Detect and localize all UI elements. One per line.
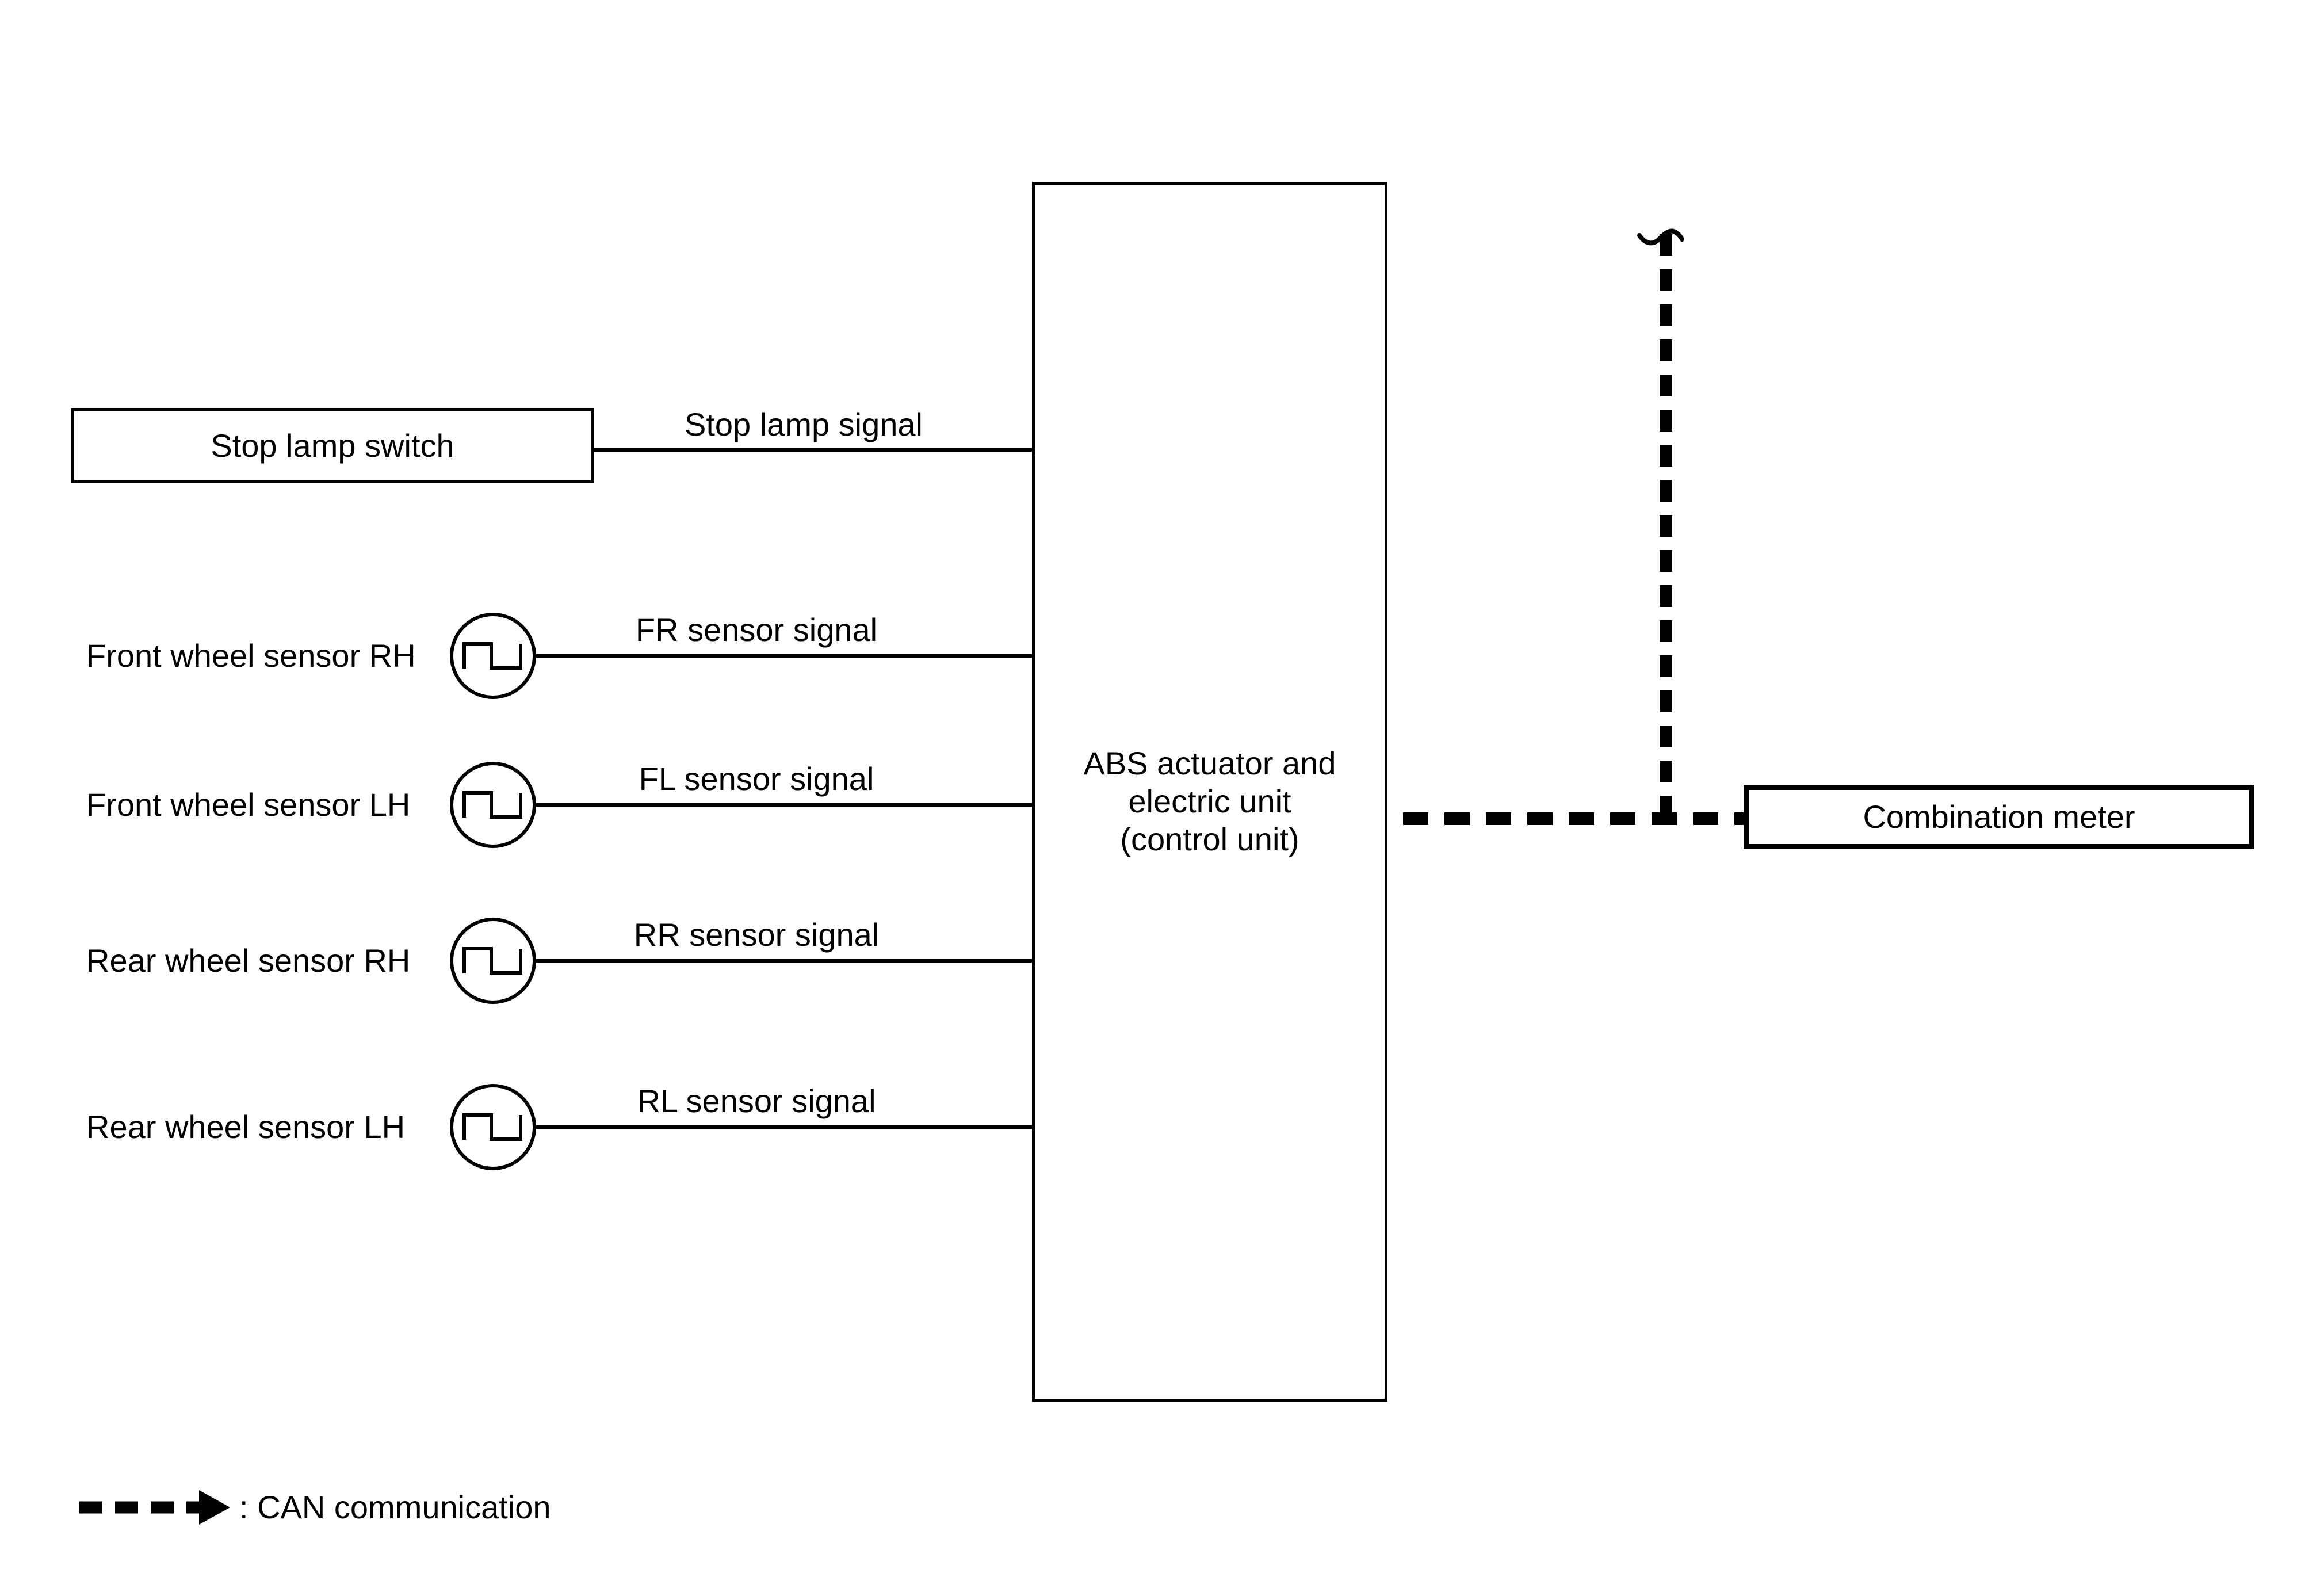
fl-sensor-signal-label: FL sensor signal xyxy=(639,761,874,797)
stop-lamp-switch-box: Stop lamp switch xyxy=(71,408,594,483)
rear-wheel-sensor-lh-label: Rear wheel sensor LH xyxy=(86,1109,406,1145)
rr-sensor-pulse-icon xyxy=(450,918,536,1004)
abs-unit-label-line1: ABS actuator and xyxy=(1083,745,1336,781)
legend: : CAN communication xyxy=(77,1486,551,1529)
rl-sensor-pulse-icon xyxy=(450,1084,536,1170)
front-wheel-sensor-rh-label: Front wheel sensor RH xyxy=(86,637,416,674)
legend-label: : CAN communication xyxy=(239,1489,551,1525)
combination-meter-label: Combination meter xyxy=(1863,799,2135,835)
can-continuation-squiggle-icon xyxy=(1637,228,1684,246)
front-wheel-sensor-lh-label: Front wheel sensor LH xyxy=(86,786,411,823)
rr-sensor-signal-label: RR sensor signal xyxy=(633,917,880,953)
fl-sensor-pulse-icon xyxy=(450,762,536,848)
stop-lamp-switch-label: Stop lamp switch xyxy=(211,427,454,464)
fr-sensor-signal-label: FR sensor signal xyxy=(635,612,878,648)
abs-unit-label-line2: electric unit xyxy=(1128,783,1291,819)
fr-sensor-pulse-icon xyxy=(450,613,536,699)
stop-lamp-signal-label: Stop lamp signal xyxy=(684,406,923,442)
rl-sensor-signal-label: RL sensor signal xyxy=(637,1083,876,1119)
rear-wheel-sensor-rh-label: Rear wheel sensor RH xyxy=(86,942,411,979)
abs-unit-label-line3: (control unit) xyxy=(1120,821,1299,857)
combination-meter-box: Combination meter xyxy=(1744,785,2254,849)
can-dashed-arrow-icon xyxy=(79,1490,230,1525)
abs-actuator-unit-box: ABS actuator and electric unit (control … xyxy=(1032,182,1387,1402)
